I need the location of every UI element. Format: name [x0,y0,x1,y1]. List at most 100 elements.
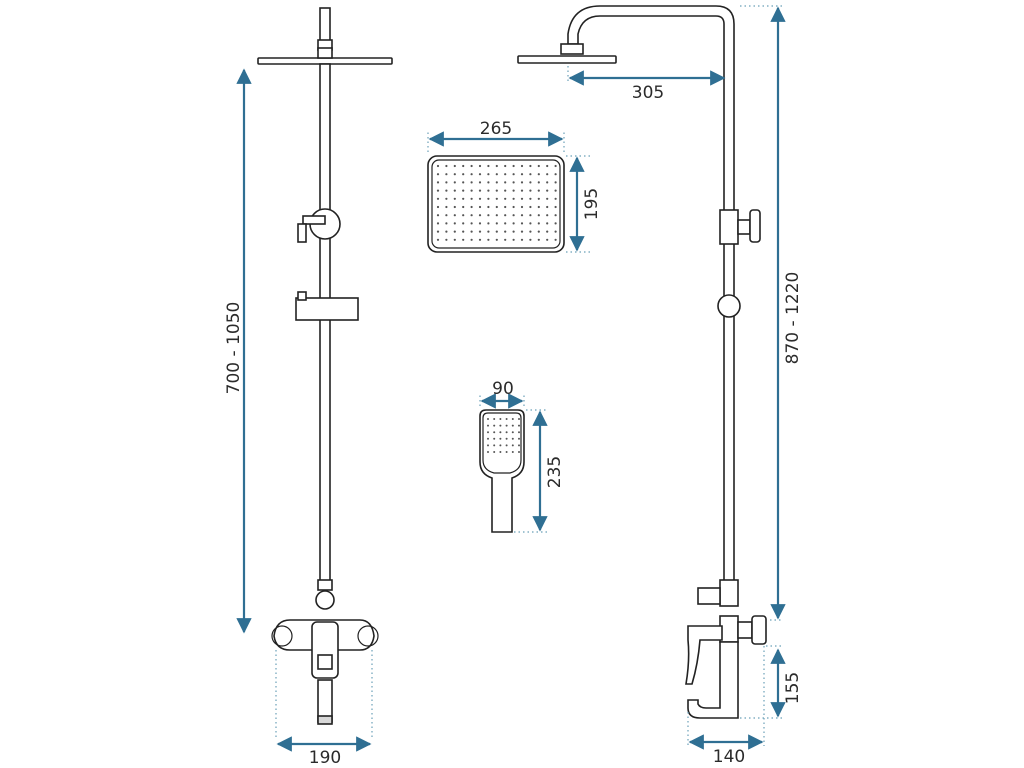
nozzle-dot [453,189,456,192]
nozzle-dot [487,431,489,434]
nozzle-dot [487,205,490,209]
nozzle-dot [499,451,502,453]
nozzle-dot [493,437,496,440]
nozzle-dot [470,197,473,200]
nozzle-dot [487,173,490,176]
nozzle-dot [453,222,456,225]
nozzle-dot [478,238,482,241]
nozzle-dot [493,418,496,420]
nozzle-dot [453,181,456,184]
nozzle-dot [520,181,524,184]
nozzle-dot [529,197,532,200]
nozzle-dot [445,173,448,176]
front-slider-knob [297,291,307,301]
nozzle-dot [529,238,532,241]
nozzle-dot [470,189,473,192]
nozzle-dot [546,181,549,184]
nozzle-dot [529,173,532,176]
side-head-connector [560,43,584,55]
nozzle-dot [511,444,514,447]
nozzle-dot [462,205,465,209]
hand-shower [479,409,525,533]
side-spout [687,641,739,719]
nozzle-dot [546,222,549,225]
nozzle-dot [512,222,515,225]
side-wall-flange [751,615,767,645]
nozzle-dot [529,189,532,192]
side-diverter-stem [737,219,751,235]
nozzle-dot [511,424,514,427]
nozzle-dot [529,230,532,233]
nozzle-dot [453,197,456,200]
side-diverter-body [719,209,739,245]
nozzle-dot [495,181,498,184]
rail-height-label: 700 - 1050 [224,302,244,395]
nozzle-dot [546,238,549,241]
nozzle-dot [554,197,557,200]
nozzle-dot [478,189,482,192]
nozzle-dot [554,164,557,168]
hand-width-label: 90 [492,379,514,399]
nozzle-dot [470,164,473,168]
nozzle-dot [493,451,496,453]
nozzle-dot [504,181,507,184]
nozzle-dot [487,451,489,453]
nozzle-dot [529,205,532,209]
nozzle-dot [495,214,498,217]
nozzle-dot [520,164,524,168]
head-detail [427,155,565,253]
nozzle-dot [505,424,508,427]
nozzle-dot [554,230,557,233]
nozzle-dot [554,189,557,192]
side-mixer-lever [685,625,723,685]
nozzle-dot [512,164,515,168]
nozzle-dot [436,214,440,217]
head-depth-label: 195 [582,188,602,220]
side-slider [717,294,741,318]
nozzle-dot [529,214,532,217]
nozzle-dot [478,230,482,233]
nozzle-dot [453,205,456,209]
nozzle-dot [504,173,507,176]
nozzle-dot [505,418,508,420]
nozzle-dot [499,418,502,420]
nozzle-dot [504,230,507,233]
nozzle-dot [505,431,508,434]
nozzle-dot [520,214,524,217]
nozzle-dot [436,222,440,225]
nozzle-dot [487,238,490,241]
nozzle-dot [537,197,540,200]
nozzle-dot [554,238,557,241]
nozzle-dot [462,214,465,217]
nozzle-dot [493,431,496,434]
nozzle-dot [518,424,520,427]
nozzle-dot [445,214,448,217]
nozzle-dot [537,205,540,209]
nozzle-dot [462,181,465,184]
front-view [257,7,393,725]
side-lower-joint [719,579,739,607]
side-view [517,5,767,719]
nozzle-dot [504,164,507,168]
nozzle-dot [546,189,549,192]
nozzle-dot [518,451,520,453]
nozzle-dot [537,222,540,225]
nozzle-dot [445,222,448,225]
front-wall-connector-left [271,625,293,647]
nozzle-dot [453,214,456,217]
mixer-width-label: 190 [309,748,341,768]
nozzle-dot [445,238,448,241]
nozzle-dot [462,164,465,168]
nozzle-dot [453,164,456,168]
nozzle-dot [511,451,514,453]
nozzle-dot [462,238,465,241]
nozzle-dot [470,205,473,209]
nozzle-dot [520,205,524,209]
nozzle-dot [436,173,440,176]
nozzle-dot [453,230,456,233]
front-diverter-handle [297,223,307,243]
side-diverter-knob [749,209,761,243]
side-wall-nut [737,621,753,639]
nozzle-dot [436,238,440,241]
